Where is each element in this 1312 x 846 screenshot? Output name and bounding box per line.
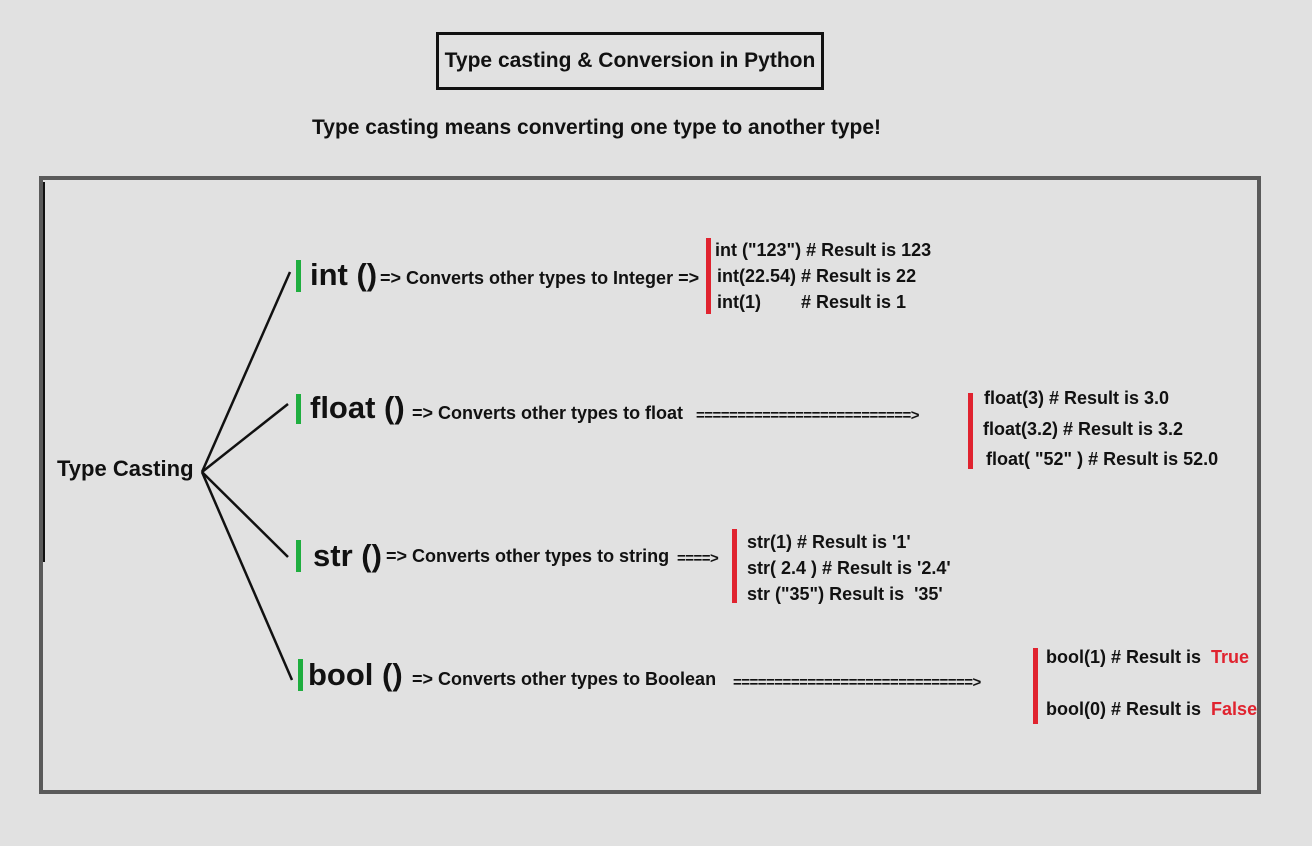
str-example-1: str(1) # Result is '1' [747,532,911,552]
float-arrow: ==========================> [696,407,920,424]
connector-str [201,471,289,558]
bool-example-2-value: False [1211,699,1258,719]
title-box: Type casting & Conversion in Python [436,32,824,90]
float-description: => Converts other types to float [412,403,684,423]
page-title: Type casting & Conversion in Python [444,49,816,72]
int-example-2: int(22.54) # Result is 22 [717,266,917,286]
float-example-1: float(3) # Result is 3.0 [984,388,1170,408]
bool-example-2-prefix: bool(0) # Result is [1046,699,1207,719]
str-arrow: ====> [677,550,719,567]
str-example-3: str ("35") Result is '35' [747,584,943,604]
bool-examples-marker [1033,648,1038,724]
int-description: => Converts other types to Integer => [380,268,700,288]
connector-int [200,271,292,473]
int-example-3: int(1) # Result is 1 [717,292,907,312]
float-examples-marker [968,393,973,469]
bool-example-1-prefix: bool(1) # Result is [1046,647,1207,667]
float-func-label: float () [310,390,405,425]
str-marker [296,540,301,572]
float-example-3: float( "52" ) # Result is 52.0 [986,449,1219,469]
bool-description: => Converts other types to Boolean [412,669,717,689]
bool-arrow: =============================> [733,674,981,691]
int-example-1: int ("123") # Result is 123 [715,240,932,260]
bool-example-2: bool(0) # Result is False [1046,700,1257,718]
bool-func-label: bool () [308,657,403,692]
str-description: => Converts other types to string [386,546,670,566]
root-node-label: Type Casting [57,456,194,481]
float-marker [296,394,301,424]
connector-bool [200,471,294,681]
bool-marker [298,659,303,691]
connector-float [201,403,289,473]
int-marker [296,260,301,292]
str-example-2: str( 2.4 ) # Result is '2.4' [747,558,951,578]
int-examples-marker [706,238,711,314]
frame-left-line [43,182,45,562]
str-func-label: str () [313,538,382,573]
int-func-label: int () [310,257,378,292]
str-examples-marker [732,529,737,603]
diagram-frame [39,176,1261,794]
subtitle: Type casting means converting one type t… [312,116,882,139]
bool-example-1: bool(1) # Result is True [1046,648,1249,666]
float-example-2: float(3.2) # Result is 3.2 [983,419,1184,439]
bool-example-1-value: True [1211,647,1250,667]
